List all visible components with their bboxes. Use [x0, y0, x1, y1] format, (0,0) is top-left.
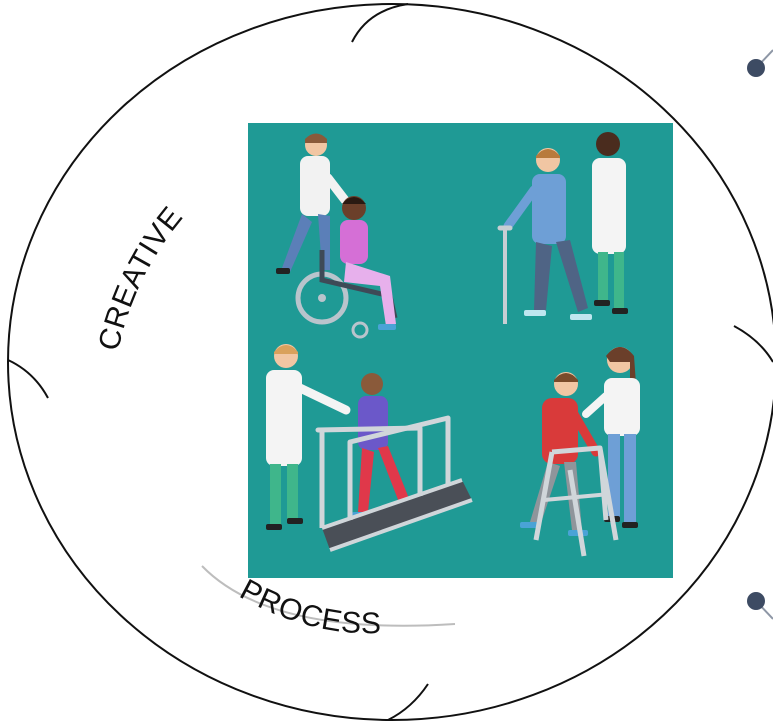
connector-bottom [747, 592, 773, 620]
rehabilitation-therapy-illustration [248, 123, 673, 578]
caregiver-pushing-wheelchair [276, 133, 398, 339]
tick-arc-left [7, 359, 49, 399]
connector-dot-bottom [747, 592, 765, 610]
therapist-with-patient-on-treadmill [266, 344, 473, 552]
process-arc [201, 565, 456, 627]
tick-arc-right [733, 325, 773, 363]
process-label: PROCESS [235, 573, 382, 640]
creative-label: CREATIVE [93, 201, 190, 354]
nurse-helping-patient-with-walker [520, 347, 640, 557]
connector-top [747, 49, 773, 77]
tick-arc-bottom [387, 683, 429, 721]
outer-circle [7, 3, 773, 721]
connector-dot-top [747, 59, 765, 77]
doctor-helping-patient-with-cane [497, 132, 628, 324]
tick-arc-top [351, 3, 409, 43]
